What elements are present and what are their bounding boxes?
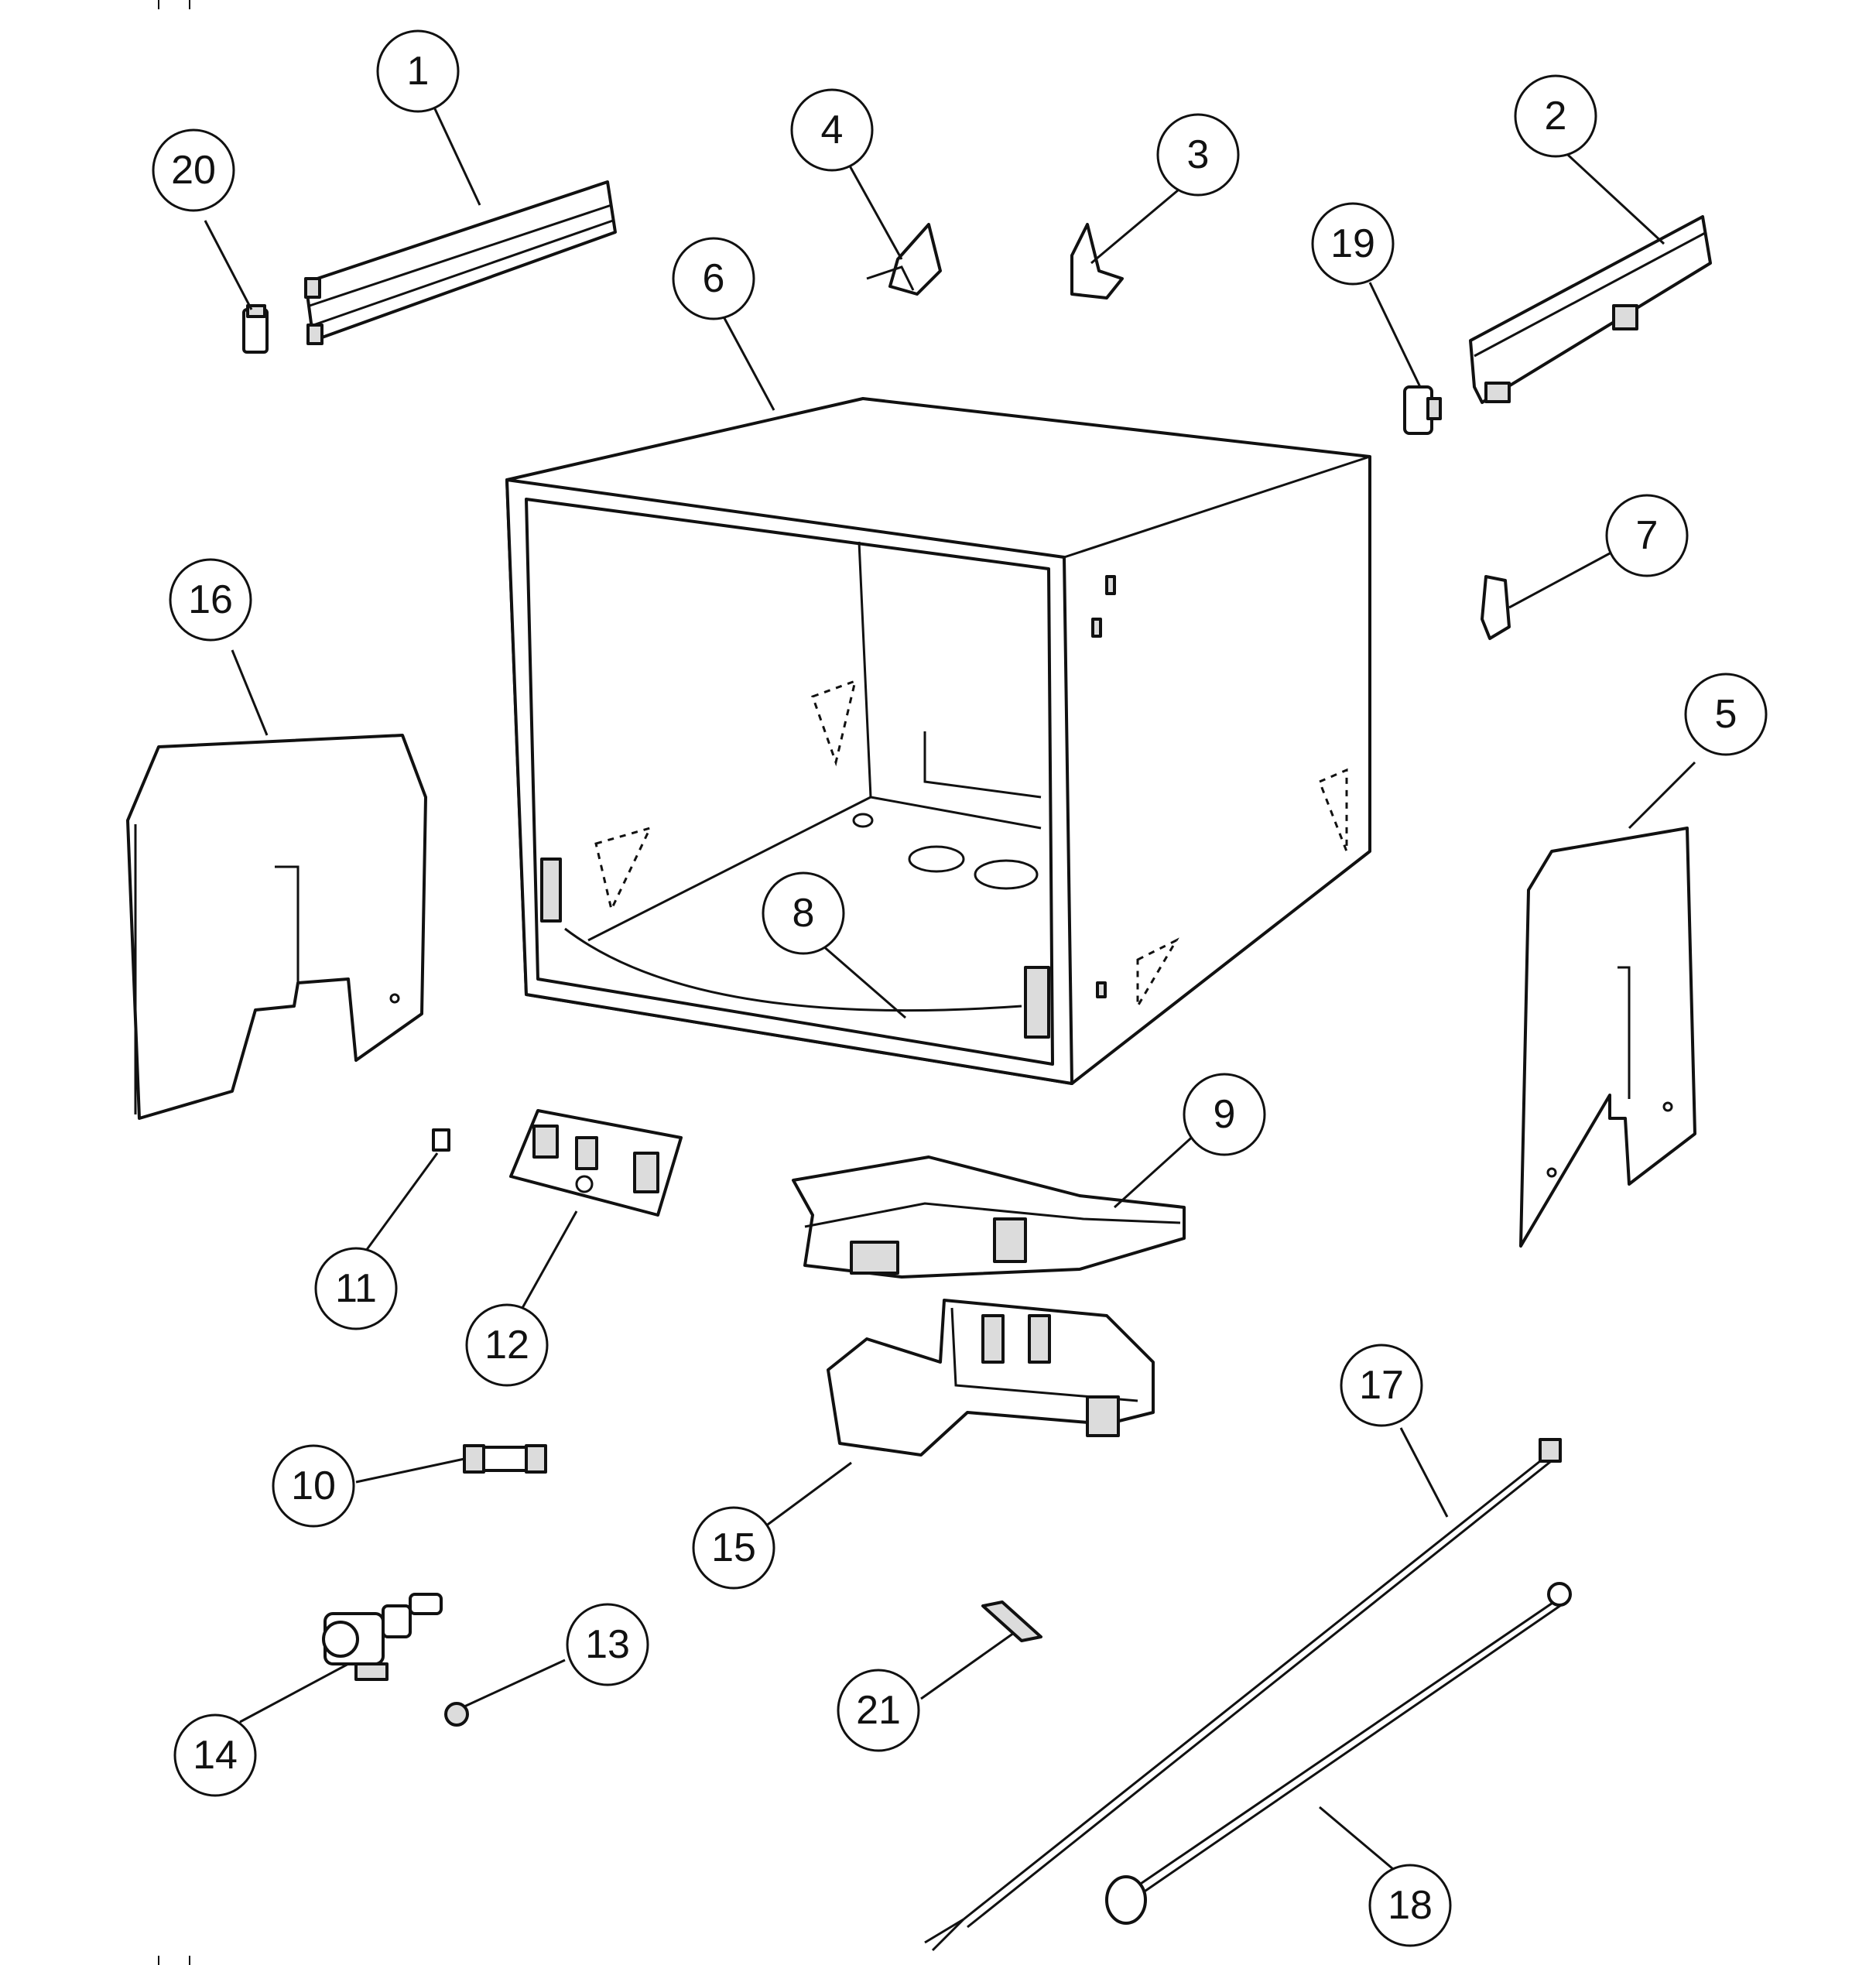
leader-lines — [204, 88, 1696, 1871]
callout-9: 9 — [1183, 1073, 1266, 1156]
callout-21-label: 21 — [856, 1688, 901, 1733]
part-wire-harness-18 — [1105, 1582, 1572, 1925]
callout-3: 3 — [1156, 113, 1240, 197]
callout-13-label: 13 — [585, 1622, 630, 1667]
callout-11-label: 11 — [335, 1266, 377, 1311]
part-base-tray-upper — [792, 1155, 1186, 1279]
callout-8: 8 — [762, 871, 845, 955]
callout-10: 10 — [272, 1444, 355, 1528]
callout-15-label: 15 — [711, 1525, 756, 1570]
callout-8-label: 8 — [793, 891, 815, 936]
callout-20: 20 — [152, 128, 235, 212]
part-circuit-board — [509, 1109, 683, 1217]
part-water-valve — [322, 1593, 443, 1681]
callout-19: 19 — [1311, 202, 1395, 286]
part-tub-cabinet — [505, 397, 1371, 1085]
callout-1: 1 — [376, 29, 460, 113]
callout-3-label: 3 — [1187, 132, 1210, 177]
part-left-side-panel — [126, 734, 427, 1120]
callout-7: 7 — [1605, 494, 1689, 577]
callout-6: 6 — [672, 237, 755, 320]
part-upper-rail-left — [304, 180, 617, 345]
callout-1-label: 1 — [407, 49, 430, 94]
callout-12: 12 — [465, 1303, 549, 1387]
callout-19-label: 19 — [1330, 221, 1375, 266]
callout-9-label: 9 — [1214, 1092, 1236, 1137]
callout-14: 14 — [173, 1713, 257, 1797]
callout-5: 5 — [1684, 673, 1768, 756]
callout-18-label: 18 — [1388, 1883, 1433, 1928]
callout-13: 13 — [566, 1603, 649, 1686]
part-small-clip-19 — [1403, 385, 1442, 435]
callout-7-label: 7 — [1636, 513, 1659, 558]
part-wire-harness-17 — [924, 1438, 1562, 1952]
callout-6-label: 6 — [703, 256, 725, 301]
callout-21: 21 — [837, 1669, 920, 1752]
part-small-screw-11 — [432, 1128, 450, 1152]
callout-4: 4 — [790, 88, 874, 172]
part-bracket-4 — [866, 223, 942, 296]
callouts: 1 2 3 4 5 6 7 8 — [152, 29, 1768, 1947]
callout-17-label: 17 — [1359, 1363, 1404, 1408]
callout-4-label: 4 — [821, 108, 844, 152]
callout-15: 15 — [692, 1506, 775, 1590]
part-nut-13 — [444, 1702, 469, 1727]
part-switch-10 — [463, 1444, 547, 1474]
callout-12-label: 12 — [484, 1323, 529, 1368]
callout-11: 11 — [314, 1247, 398, 1330]
crop-marks — [158, 0, 190, 1965]
part-right-side-panel — [1519, 827, 1696, 1248]
part-small-clip-20 — [242, 304, 269, 354]
callout-14-label: 14 — [193, 1733, 238, 1778]
part-label-21 — [981, 1600, 1042, 1642]
callout-18: 18 — [1368, 1864, 1452, 1947]
callout-2-label: 2 — [1545, 94, 1567, 139]
part-bracket-3 — [1070, 223, 1124, 300]
callout-2: 2 — [1514, 74, 1597, 158]
part-small-bracket-7 — [1481, 575, 1511, 640]
callout-20-label: 20 — [171, 148, 216, 193]
callout-5-label: 5 — [1715, 692, 1737, 737]
callout-16: 16 — [169, 558, 252, 642]
callout-10-label: 10 — [291, 1463, 336, 1508]
callout-16-label: 16 — [188, 577, 233, 622]
callout-17: 17 — [1340, 1344, 1423, 1427]
part-upper-rail-right — [1469, 215, 1712, 404]
part-base-lower — [827, 1299, 1155, 1457]
